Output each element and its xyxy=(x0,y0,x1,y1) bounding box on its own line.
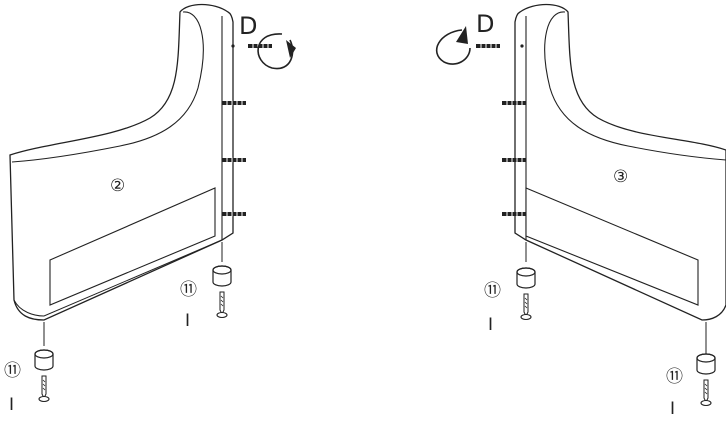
screw-part-label: Ⅰ xyxy=(670,399,675,419)
leveling-foot-icon xyxy=(34,349,54,403)
leveling-foot-icon xyxy=(696,353,716,407)
rotation-label: D xyxy=(476,10,494,38)
bolt-icon xyxy=(220,98,248,108)
bolt-icon xyxy=(220,155,248,165)
rotation-label: D xyxy=(239,12,257,40)
bolt-icon xyxy=(220,209,248,219)
cap-part-label: ⑪ xyxy=(484,281,501,301)
screw-part-label: Ⅰ xyxy=(9,395,14,415)
part-number-label: ③ xyxy=(613,167,628,187)
leveling-foot-icon xyxy=(516,267,536,321)
rotation-arrow-icon xyxy=(257,33,294,70)
bolt-icon xyxy=(500,98,528,108)
cap-part-label: ⑪ xyxy=(4,361,21,381)
rotation-arrow-icon xyxy=(435,29,471,65)
left-armrest-panel: D ② ⑪ Ⅰ ⑪ Ⅰ xyxy=(4,3,296,415)
cap-part-label: ⑪ xyxy=(666,367,683,387)
screw-part-label: Ⅰ xyxy=(488,315,493,335)
screw-part-label: Ⅰ xyxy=(185,311,190,331)
right-armrest-panel: D ③ ⑪ Ⅰ ⑪ Ⅰ xyxy=(435,3,726,419)
leveling-foot-icon xyxy=(212,265,232,319)
bolt-icon xyxy=(474,41,502,51)
cap-part-label: ⑪ xyxy=(180,280,197,300)
bolt-icon xyxy=(500,155,528,165)
bolt-icon xyxy=(500,209,528,219)
part-number-label: ② xyxy=(110,176,125,196)
